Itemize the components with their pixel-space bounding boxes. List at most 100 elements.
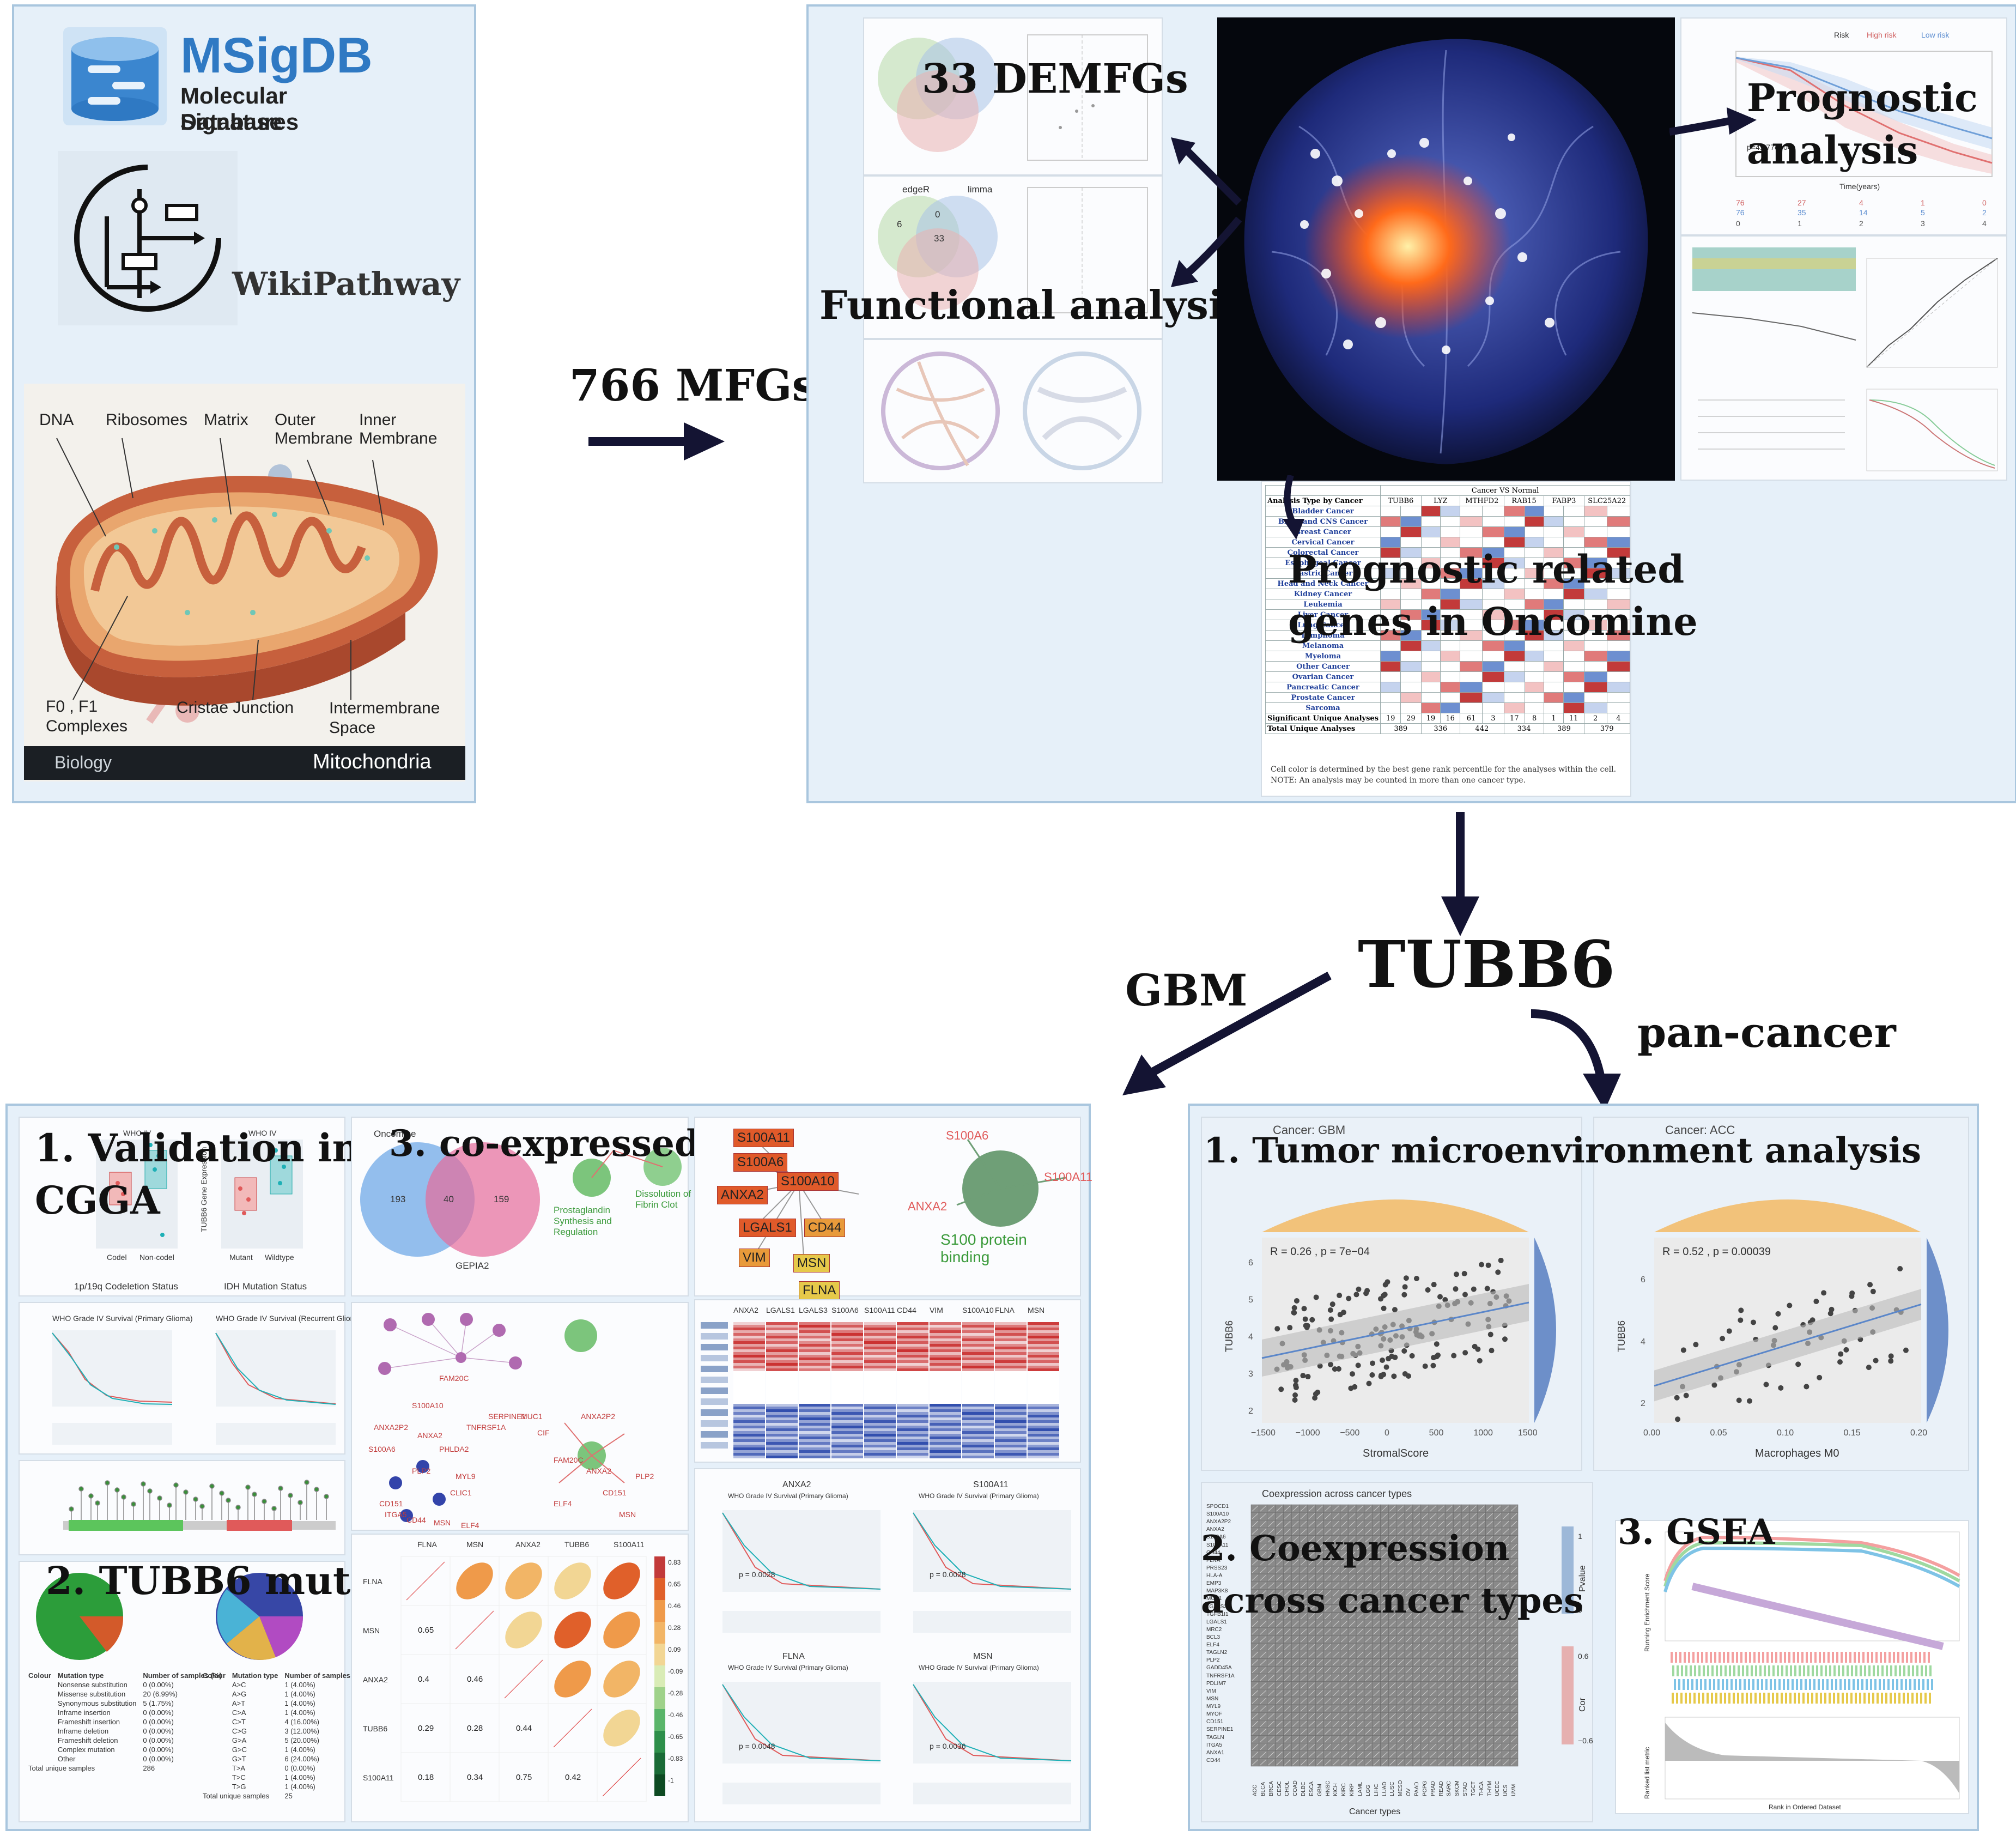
hm-cell [897, 1428, 928, 1431]
onc-cell [1544, 702, 1564, 713]
onc-cell [1440, 682, 1461, 693]
hm-cell [831, 1456, 863, 1458]
onc-cell [1400, 578, 1422, 589]
gsea-tick [1730, 1679, 1733, 1690]
lollipop-point [131, 1501, 136, 1507]
km-tick-0: 0 [1736, 219, 1740, 228]
gsea-tick [1754, 1693, 1757, 1704]
hm-cell [831, 1417, 863, 1420]
bar-left-label: Biology [54, 753, 112, 772]
hm-cell [995, 1338, 1027, 1341]
gsea-tick [1775, 1652, 1777, 1663]
coexp-mark [1340, 1528, 1347, 1535]
scatter-xtick-0: 0.00 [1643, 1428, 1661, 1438]
scatter-point [1867, 1282, 1873, 1288]
onc-cell [1524, 671, 1545, 682]
hm-cell [962, 1428, 994, 1431]
hm-cell [962, 1355, 994, 1358]
hm-cell [930, 1401, 961, 1404]
s100-g2: S100A11 [1044, 1170, 1092, 1184]
onc-cell [1544, 640, 1564, 651]
hm-cell [799, 1404, 830, 1407]
hm-cell [962, 1442, 994, 1445]
hm-cell [864, 1439, 896, 1442]
coexp-gene-29: SERPINE1 [1206, 1726, 1234, 1733]
gsea-tick [1732, 1652, 1734, 1663]
mut-type: Inframe deletion [57, 1727, 109, 1735]
hm-cell [1028, 1417, 1059, 1420]
hm-cell [930, 1426, 961, 1428]
gsea-tick [1822, 1679, 1824, 1690]
coexp-cancer-10: KICH [1333, 1783, 1339, 1796]
label-matrix: Matrix [204, 411, 248, 429]
hm-cell [995, 1360, 1027, 1363]
mut-count: 5 (1.75%) [143, 1699, 174, 1707]
coexp-mark [1446, 1505, 1453, 1512]
gsea-tick [1771, 1652, 1773, 1663]
onc-cell [1563, 682, 1584, 693]
gsea-tick [1729, 1665, 1731, 1676]
hm-cell [766, 1341, 798, 1344]
hm-cell [864, 1420, 896, 1423]
hm-cell [1028, 1385, 1059, 1387]
coexp-mark [1373, 1520, 1380, 1527]
onc-cell [1440, 526, 1461, 537]
gsea-tick [1826, 1679, 1829, 1690]
scatter-point [1327, 1307, 1333, 1313]
hm-cell [1028, 1325, 1059, 1328]
scatter-point [1383, 1364, 1389, 1370]
coexp-mark [1349, 1513, 1356, 1519]
gsea-tick [1873, 1665, 1875, 1676]
hm-cell [766, 1366, 798, 1368]
gsea-tick [1886, 1665, 1888, 1676]
gsea-tick [1798, 1693, 1800, 1704]
hm-cell [733, 1445, 765, 1447]
hm-cell [864, 1377, 896, 1379]
corr-cell [597, 1752, 647, 1802]
hm-cell [766, 1396, 798, 1398]
hm-cell [1028, 1439, 1059, 1442]
gsea-tick [1837, 1693, 1839, 1704]
onc-cell [1460, 682, 1483, 693]
net-c-gene-13: CD151 [379, 1499, 403, 1508]
hm-cell [995, 1368, 1027, 1371]
circuit-icon [58, 151, 238, 325]
coexp-mark [1413, 1528, 1420, 1535]
scatter-point [1312, 1395, 1318, 1401]
gsea-tick [1899, 1665, 1901, 1676]
hm-cell [831, 1338, 863, 1341]
hm-cell [799, 1417, 830, 1420]
gsea-tick [1906, 1652, 1908, 1663]
scatter-point [1300, 1373, 1306, 1379]
hm-cell [864, 1390, 896, 1393]
hm-cell [733, 1371, 765, 1374]
corr-scale-swatch [654, 1665, 665, 1687]
hm-cell [864, 1428, 896, 1431]
gsea-tick [1693, 1693, 1696, 1704]
hm-cell [962, 1382, 994, 1385]
coexp-cancer-2: BRCA [1268, 1781, 1274, 1796]
scatter-point [1675, 1416, 1681, 1422]
coexp-mark [1325, 1536, 1331, 1542]
mut-count: 1 (4.00%) [284, 1746, 315, 1754]
gsea-tick [1887, 1679, 1890, 1690]
hm-cell [930, 1333, 961, 1336]
hm-cell [766, 1417, 798, 1420]
hm-cell [897, 1371, 928, 1374]
mut-total-label: Total unique samples [203, 1792, 270, 1800]
corr-scale-1: 0.65 [668, 1580, 681, 1588]
scatter-point [1750, 1319, 1756, 1325]
hm-cell [995, 1379, 1027, 1382]
hm-cell [930, 1325, 961, 1328]
hm-cell [897, 1420, 928, 1423]
gsea-tick [1811, 1693, 1813, 1704]
lollipop-point [114, 1487, 120, 1493]
corr-ellipse [603, 1611, 640, 1649]
hm-cell [897, 1341, 928, 1344]
hm-cell [962, 1387, 994, 1390]
hm-cell [995, 1330, 1027, 1333]
gsea-tick [1733, 1665, 1735, 1676]
gsea-tick [1829, 1665, 1831, 1676]
label-dna: DNA [39, 411, 74, 429]
scatter-ytick-0: 2 [1641, 1399, 1645, 1408]
